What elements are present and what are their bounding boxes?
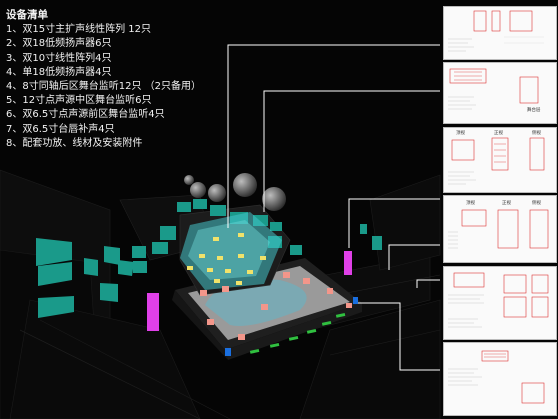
equipment-item: 6、双6.5寸点声源前区舞台监听4只: [6, 109, 165, 121]
front-fill-blue: [225, 297, 358, 356]
speaker-drawing: [448, 68, 539, 110]
view-front-label: 正视: [502, 201, 511, 206]
equipment-item: 2、双18低频扬声器6只: [6, 38, 112, 50]
stage-monitors-pink: [200, 272, 352, 340]
equipment-list: 设备清单 1、双15寸主扩声线性阵列 12只 2、双18低频扬声器6只 3、双1…: [6, 8, 201, 151]
equipment-item: 4、单18低频扬声器4只: [6, 66, 112, 78]
view-front-label: 正视: [494, 131, 503, 136]
equipment-list-title: 设备清单: [6, 9, 48, 21]
spec-panel-3: 顶视 正视 侧视: [443, 127, 557, 193]
sphere-speakers: [184, 173, 286, 211]
central-hang-cluster: [180, 212, 282, 290]
equipment-item: 4、8寸同轴后区舞台监听12只 （2只备用）: [6, 81, 201, 93]
equipment-item: 7、双6.5寸台唇补声4只: [6, 123, 115, 135]
spec-panel-6: [443, 342, 557, 416]
spec-panel-5: [443, 266, 557, 340]
line-array-cluster: [132, 199, 382, 273]
speaker-views-drawing: [448, 209, 549, 249]
subwoofers: [147, 251, 352, 331]
sphere-speaker: [262, 187, 286, 211]
view-side-label: 侧视: [532, 131, 541, 136]
equipment-item: 1、双15寸主扩声线性阵列 12只: [6, 24, 151, 36]
stage-layer-label: 舞台层: [527, 108, 541, 113]
view-top-label: 顶视: [456, 131, 465, 136]
speaker-views-drawing: [448, 137, 545, 185]
callout-lines: [227, 44, 440, 371]
stage-monitor-wedges: [187, 233, 266, 285]
subwoofer-left: [147, 293, 159, 331]
view-top-label: 顶视: [466, 201, 475, 206]
equipment-item: 3、双10寸线性阵列4只: [6, 52, 112, 64]
equipment-item: 5、12寸点声源中区舞台监听6只: [6, 95, 152, 107]
sphere-speaker: [184, 175, 194, 185]
side-fill-arrays: [36, 238, 134, 318]
sphere-speaker: [208, 184, 226, 202]
sphere-speaker: [190, 182, 206, 198]
lip-fill-speakers: [249, 312, 346, 354]
equipment-item: 8、配套功放、线材及安装附件: [6, 137, 143, 149]
speaker-views-drawing: [448, 350, 545, 404]
subwoofer-right: [344, 251, 352, 275]
view-side-label: 侧视: [532, 201, 541, 206]
speaker-views-drawing: [448, 272, 549, 328]
sphere-speaker: [233, 173, 257, 197]
spec-panel-2: 舞台层: [443, 62, 557, 124]
speaker-drawing: [448, 10, 544, 52]
spec-panel-4: 顶视 正视 侧视: [443, 195, 557, 263]
spec-panel-1: [443, 6, 557, 60]
